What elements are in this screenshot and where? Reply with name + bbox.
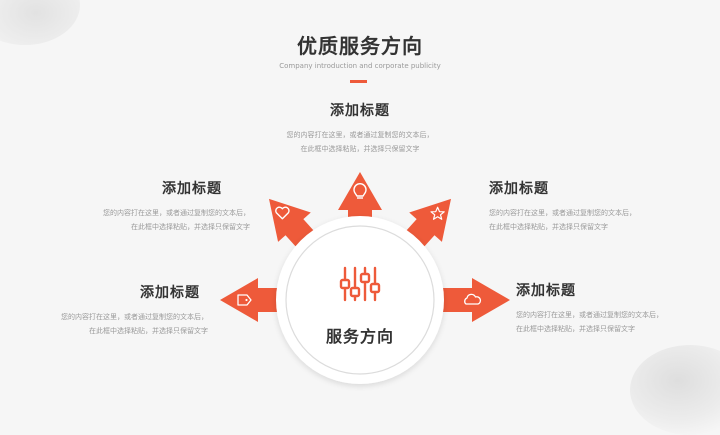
heart-icon (275, 206, 290, 220)
block-lower-right-line1: 您的内容打在这里，或者通过复制您的文本后， (516, 311, 663, 319)
block-upper-right-text: 您的内容打在这里，或者通过复制您的文本后， 在此框中选择粘贴，并选择只保留文字 (489, 206, 699, 234)
title-underline (350, 80, 367, 83)
block-upper-left-title: 添加标题 (162, 181, 222, 197)
block-lower-right: 添加标题 您的内容打在这里，或者通过复制您的文本后， 在此框中选择粘贴，并选择只… (516, 280, 716, 336)
page-title: 优质服务方向 (297, 34, 423, 58)
block-top-text: 您的内容打在这里，或者通过复制您的文本后， 在此框中选择粘贴，并选择只保留文字 (240, 128, 480, 156)
hub-inner-circle (285, 225, 435, 375)
block-top: 添加标题 您的内容打在这里，或者通过复制您的文本后， 在此框中选择粘贴，并选择只… (240, 100, 480, 156)
star-icon (430, 206, 445, 220)
block-top-title: 添加标题 (330, 103, 390, 119)
block-upper-left: 添加标题 您的内容打在这里，或者通过复制您的文本后， 在此框中选择粘贴，并选择只… (40, 178, 250, 234)
block-top-line1: 您的内容打在这里，或者通过复制您的文本后， (286, 131, 434, 139)
tag-icon (237, 294, 252, 306)
block-lower-left-line1: 您的内容打在这里，或者通过复制您的文本后， (61, 313, 208, 321)
block-lower-left: 添加标题 您的内容打在这里，或者通过复制您的文本后， 在此框中选择粘贴，并选择只… (8, 282, 208, 338)
block-upper-right: 添加标题 您的内容打在这里，或者通过复制您的文本后， 在此框中选择粘贴，并选择只… (489, 178, 699, 234)
block-upper-right-line2: 在此框中选择粘贴，并选择只保留文字 (489, 223, 608, 231)
block-lower-right-line2: 在此框中选择粘贴，并选择只保留文字 (516, 325, 635, 333)
block-upper-left-line1: 您的内容打在这里，或者通过复制您的文本后， (103, 209, 250, 217)
radial-diagram (220, 172, 510, 384)
lightbulb-icon (353, 183, 367, 199)
sliders-icon (339, 266, 381, 302)
block-lower-right-text: 您的内容打在这里，或者通过复制您的文本后， 在此框中选择粘贴，并选择只保留文字 (516, 308, 716, 336)
block-upper-left-text: 您的内容打在这里，或者通过复制您的文本后， 在此框中选择粘贴，并选择只保留文字 (40, 206, 250, 234)
block-upper-right-line1: 您的内容打在这里，或者通过复制您的文本后， (489, 209, 636, 217)
block-lower-left-line2: 在此框中选择粘贴，并选择只保留文字 (89, 327, 208, 335)
hub-label: 服务方向 (325, 327, 394, 346)
block-lower-right-title: 添加标题 (516, 283, 576, 299)
block-upper-left-line2: 在此框中选择粘贴，并选择只保留文字 (131, 223, 250, 231)
block-lower-left-title: 添加标题 (140, 285, 200, 301)
block-lower-left-text: 您的内容打在这里，或者通过复制您的文本后， 在此框中选择粘贴，并选择只保留文字 (8, 310, 208, 338)
block-upper-right-title: 添加标题 (489, 181, 549, 197)
cloud-icon (464, 293, 482, 305)
block-top-line2: 在此框中选择粘贴，并选择只保留文字 (300, 145, 420, 153)
page-subtitle: Company introduction and corporate publi… (279, 62, 441, 70)
